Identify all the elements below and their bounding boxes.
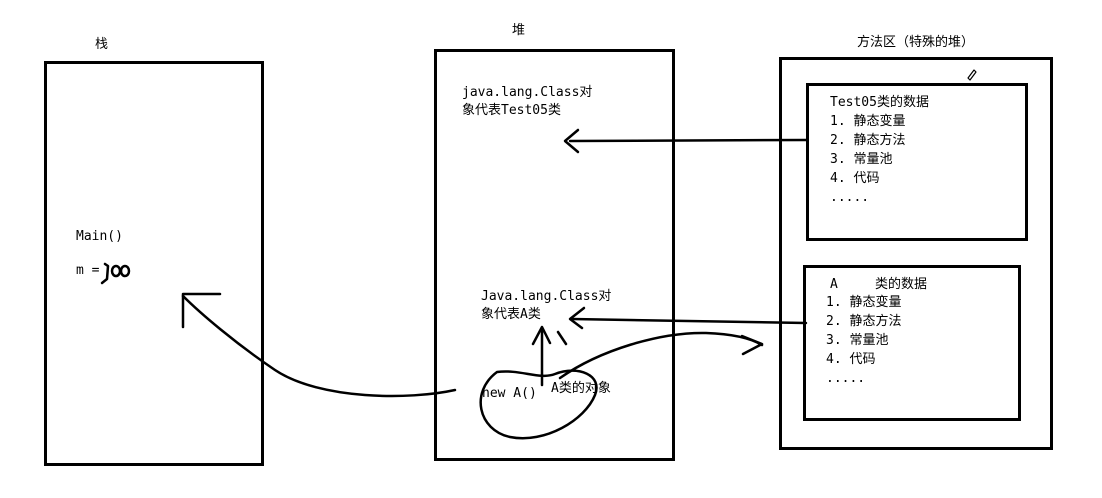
method-area-title: 方法区（特殊的堆） <box>857 35 975 50</box>
list-ellipsis: ..... <box>826 371 866 386</box>
pencil-icon <box>967 69 977 81</box>
method-area-box <box>779 57 1053 450</box>
arrow-test05-to-class-object <box>563 128 808 154</box>
list-item: 3. 常量池 <box>830 152 893 167</box>
list-item: 2. 静态方法 <box>830 133 906 148</box>
a-class-data-title-suffix: 类的数据 <box>875 277 928 292</box>
a-class-data-title-prefix: A <box>830 277 838 292</box>
list-item: 3. 常量池 <box>826 333 889 348</box>
main-method-label: Main() <box>76 229 123 244</box>
list-item: 4. 代码 <box>826 352 876 367</box>
a-class-data-list: 1. 静态变量 2. 静态方法 3. 常量池 4. 代码 ..... <box>826 293 901 388</box>
list-item: 2. 静态方法 <box>826 314 902 329</box>
list-item: 1. 静态变量 <box>830 114 906 129</box>
stack-box <box>44 61 264 466</box>
arrow-a-class-to-class-object <box>568 306 808 330</box>
heap-box <box>434 49 675 461</box>
reference-variable-label: m = <box>76 263 100 278</box>
instance-blob-outline <box>479 369 598 440</box>
curve-to-a-class-data <box>558 331 764 380</box>
curve-arrowhead <box>740 334 764 356</box>
list-item: 4. 代码 <box>830 171 880 186</box>
stack-title: 栈 <box>95 37 109 52</box>
test05-class-data-title: Test05类的数据 <box>830 95 929 110</box>
heap-title: 堆 <box>512 23 526 38</box>
a-class-data-box <box>803 265 1021 421</box>
list-item: 1. 静态变量 <box>826 295 902 310</box>
test05-class-data-box <box>806 83 1028 241</box>
class-object-test05-line1: java.lang.Class对 <box>462 85 593 100</box>
handwritten-address-value <box>100 262 131 285</box>
test05-class-data-list: 1. 静态变量 2. 静态方法 3. 常量池 4. 代码 ..... <box>830 112 905 207</box>
class-object-a-line2: 象代表A类 <box>481 307 541 322</box>
class-object-a-line1: Java.lang.Class对 <box>481 289 612 304</box>
class-object-test05-line2: 象代表Test05类 <box>462 103 561 118</box>
new-a-label: new A() <box>482 386 537 401</box>
arrow-heap-to-stack-reference <box>181 292 457 398</box>
list-ellipsis: ..... <box>830 190 870 205</box>
